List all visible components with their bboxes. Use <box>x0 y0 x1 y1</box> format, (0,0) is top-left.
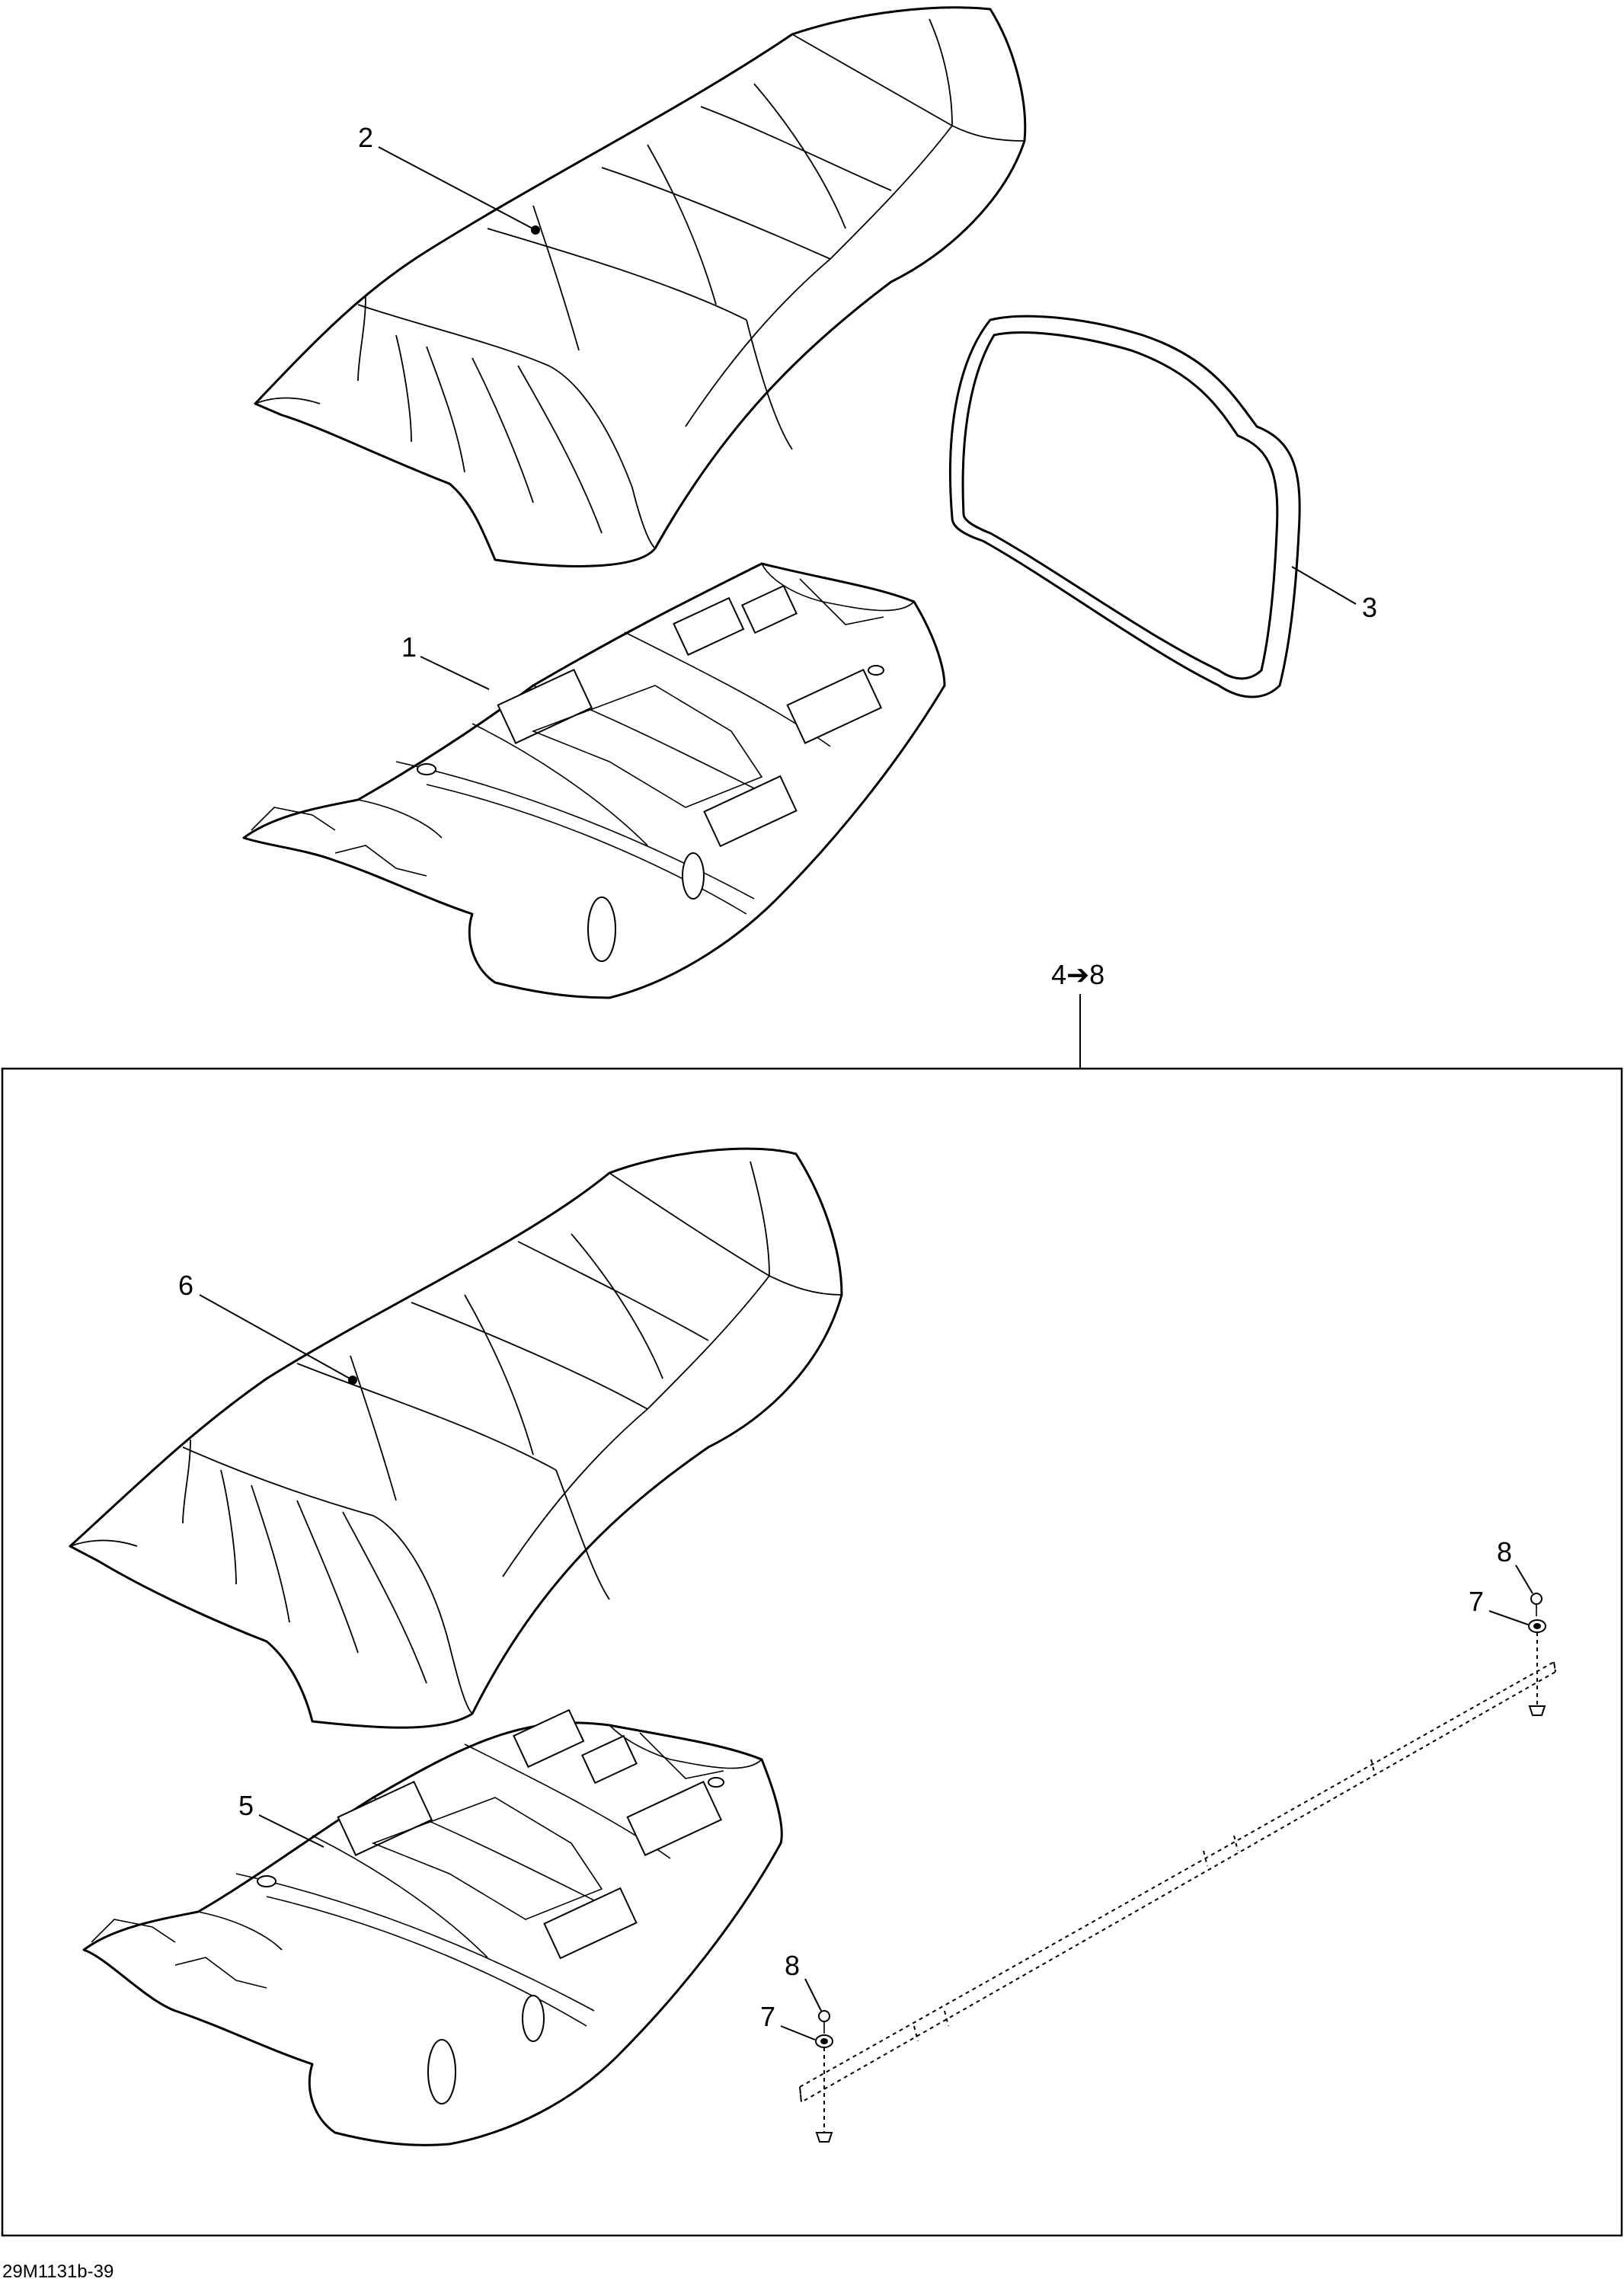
callout-7-upper: 7 <box>1469 1586 1484 1617</box>
leader-7-lower <box>780 2025 816 2041</box>
leader-7-upper <box>1488 1610 1529 1625</box>
leader-3 <box>1291 566 1357 605</box>
leader-8-lower <box>804 1978 822 2012</box>
callout-7-lower: 7 <box>760 2001 775 2032</box>
callout-1: 1 <box>401 631 417 663</box>
leader-2 <box>378 146 536 231</box>
callout-6: 6 <box>178 1270 193 1301</box>
seat-seal-part-3 <box>948 315 1301 698</box>
screw-8-lower <box>818 2010 830 2022</box>
leader-5 <box>258 1814 324 1848</box>
seat-cover-part-6 <box>69 1147 843 1729</box>
callout-4-8: 4➔8 <box>1051 959 1105 990</box>
callout-2: 2 <box>358 122 373 153</box>
leader-1 <box>420 656 490 690</box>
figure-id: 29M1131b-39 <box>2 2261 113 2282</box>
mounting-strip <box>798 1660 1557 2104</box>
callout-3: 3 <box>1362 592 1377 623</box>
leader-8-upper <box>1515 1564 1533 1594</box>
leader-6 <box>199 1294 353 1381</box>
callout-5: 5 <box>238 1790 254 1821</box>
hardware-group-lower <box>815 2010 833 2143</box>
hardware-group-upper <box>1528 1593 1546 1716</box>
screw-8-upper <box>1530 1593 1542 1605</box>
kit-frame <box>1 1067 1623 2237</box>
seat-base-part-5 <box>82 1708 783 2146</box>
seat-base-part-1 <box>242 562 946 999</box>
callout-8-upper: 8 <box>1497 1536 1512 1568</box>
seat-cover-part-2 <box>254 6 1027 567</box>
callout-8-lower: 8 <box>785 1950 800 1981</box>
